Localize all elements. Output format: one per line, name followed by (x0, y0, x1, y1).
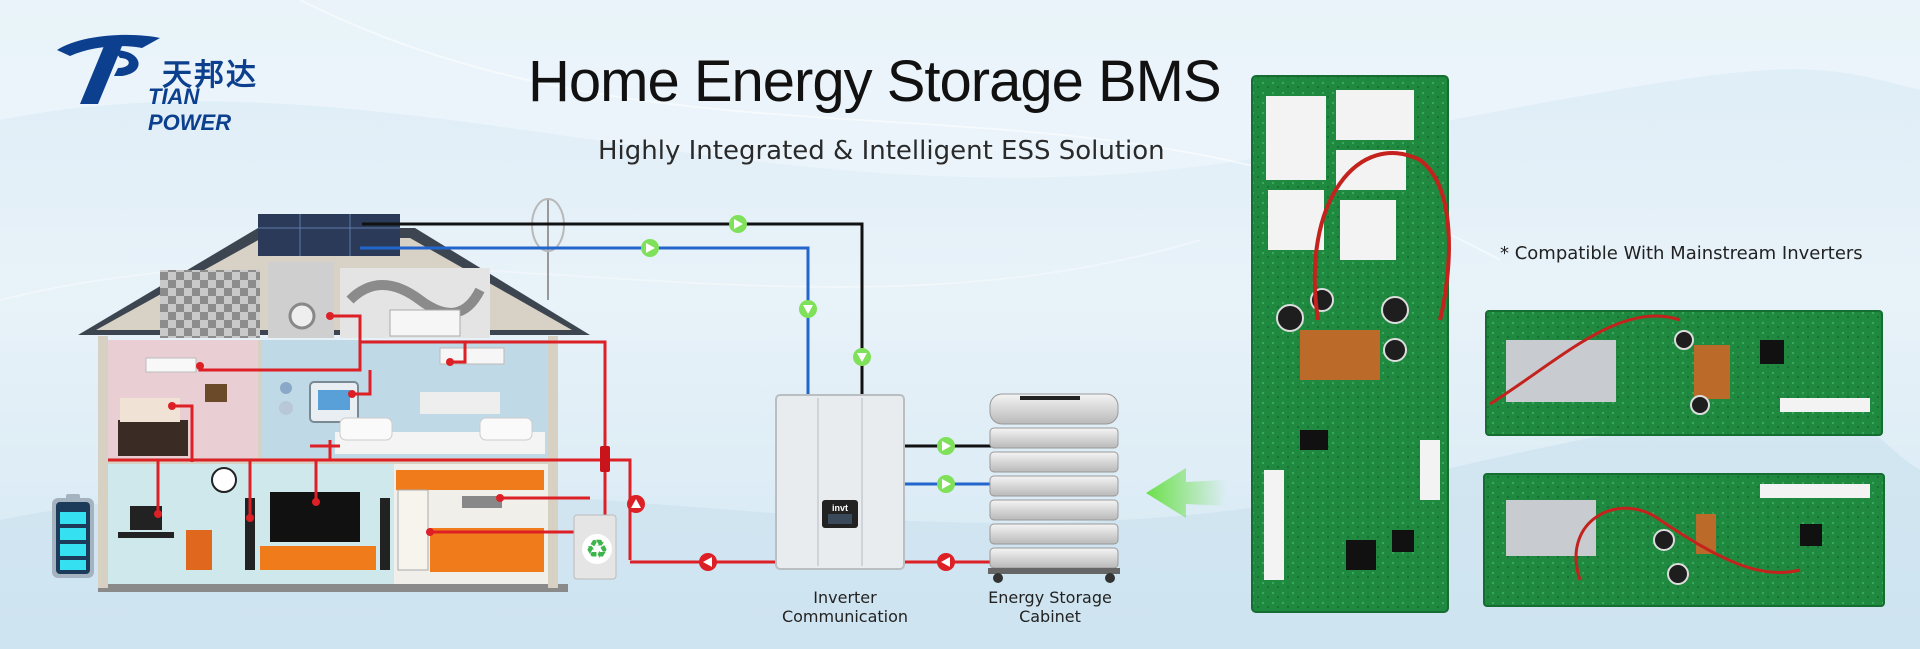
compatibility-note: * Compatible With Mainstream Inverters (1500, 243, 1863, 264)
inverter-label-line2: Communication (781, 607, 909, 626)
solar-line-blue (360, 246, 810, 396)
inverter: invt (775, 394, 905, 570)
inverter-label-line1: Inverter (813, 588, 877, 607)
page-subtitle: Highly Integrated & Intelligent ESS Solu… (598, 136, 1165, 166)
flow-arrow-icon (627, 495, 645, 513)
washing-machine (288, 302, 316, 330)
solar-panel (258, 214, 400, 256)
brand-logo: 天邦达 TIAN POWER (52, 32, 282, 135)
flow-arrows (627, 215, 955, 571)
distribution-box (600, 446, 610, 472)
logo-mark-icon (57, 34, 160, 104)
wiring-nodes (154, 312, 610, 536)
cabinet-label: Energy Storage Cabinet (970, 588, 1130, 626)
flow-arrow-icon (937, 475, 955, 493)
svg-text:♻: ♻ (585, 535, 608, 565)
brand-english-name: TIAN POWER (148, 84, 232, 135)
inverter-label: Inverter Communication (765, 588, 925, 626)
bms-board-medium (1485, 310, 1883, 436)
direction-arrow-icon (1146, 468, 1226, 518)
recycle-icon: ♻ (573, 514, 617, 580)
flow-arrow-icon (853, 348, 871, 366)
flow-arrow-icon (729, 215, 747, 233)
bms-board-small (1483, 473, 1885, 607)
inverter-brand: invt (832, 503, 848, 513)
battery-icon (52, 494, 94, 578)
cabinet-label-line2: Cabinet (1019, 607, 1081, 626)
energy-storage-cabinet (988, 393, 1120, 583)
flow-arrow-icon (937, 437, 955, 455)
brand-chinese-name: 天邦达 (162, 58, 258, 93)
solar-line-black (362, 222, 864, 396)
flow-arrow-icon (641, 239, 659, 257)
flow-arrow-icon (699, 553, 717, 571)
page-title: Home Energy Storage BMS (528, 49, 1222, 114)
bms-board-large (1251, 75, 1451, 613)
attic-wall (160, 270, 260, 338)
flow-arrow-icon (937, 553, 955, 571)
flow-arrow-icon (799, 300, 817, 318)
cabinet-label-line1: Energy Storage (988, 588, 1112, 607)
